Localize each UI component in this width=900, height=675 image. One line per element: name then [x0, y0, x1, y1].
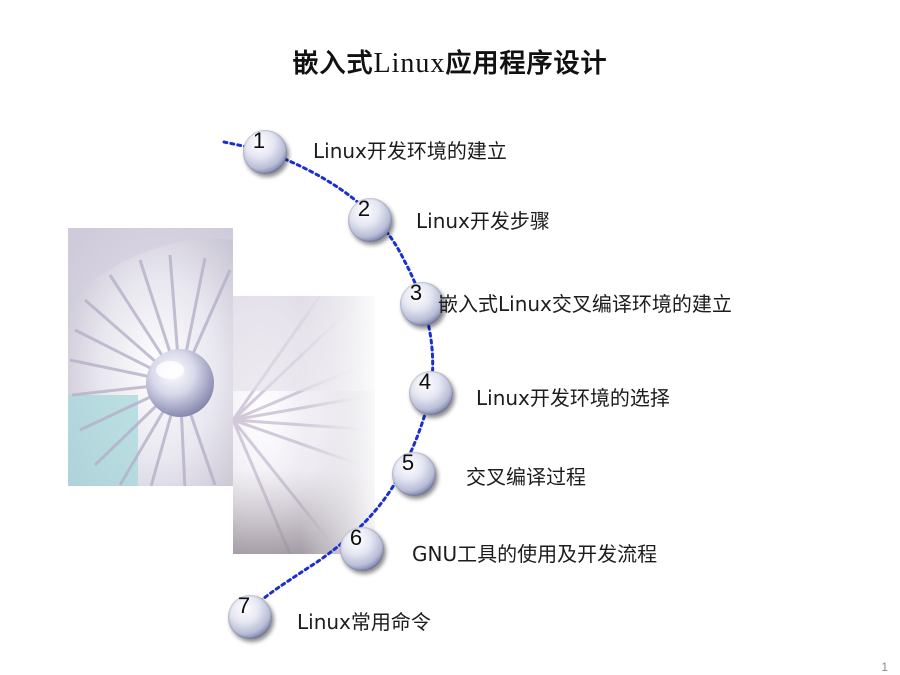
title-cn-suffix: 应用程序设计	[445, 49, 608, 79]
step-5-label[interactable]: 交叉编译过程	[466, 465, 586, 489]
step-1-marker[interactable]: 1	[243, 128, 287, 174]
step-4-marker[interactable]: 4	[409, 369, 453, 415]
turbine-left-tile	[68, 228, 233, 486]
title-latin: Linux	[373, 48, 446, 79]
step-6-label[interactable]: GNU工具的使用及开发流程	[412, 542, 658, 566]
title-cn-prefix: 嵌入式	[292, 49, 374, 79]
step-2-number: 2	[357, 196, 371, 221]
step-6-marker[interactable]: 6	[340, 525, 384, 571]
step-2-label[interactable]: Linux开发步骤	[416, 209, 550, 233]
step-5-number: 5	[401, 450, 415, 475]
step-7-number: 7	[237, 593, 251, 618]
step-7-label[interactable]: Linux常用命令	[297, 610, 431, 634]
step-4-number: 4	[418, 369, 432, 394]
step-6-number: 6	[349, 525, 363, 550]
step-7-marker[interactable]: 7	[228, 593, 272, 639]
step-3-number: 3	[409, 280, 423, 305]
step-4-label[interactable]: Linux开发环境的选择	[476, 386, 670, 410]
step-1-label[interactable]: Linux开发环境的建立	[313, 139, 507, 163]
step-2-marker[interactable]: 2	[348, 196, 392, 242]
page-number: 1	[881, 660, 888, 674]
slide-title: 嵌入式Linux应用程序设计	[0, 43, 900, 80]
step-1-number: 1	[252, 128, 266, 153]
step-3-label[interactable]: 嵌入式Linux交叉编译环境的建立	[438, 292, 732, 316]
step-5-marker[interactable]: 5	[392, 450, 436, 496]
step-3-marker[interactable]: 3	[400, 280, 444, 326]
